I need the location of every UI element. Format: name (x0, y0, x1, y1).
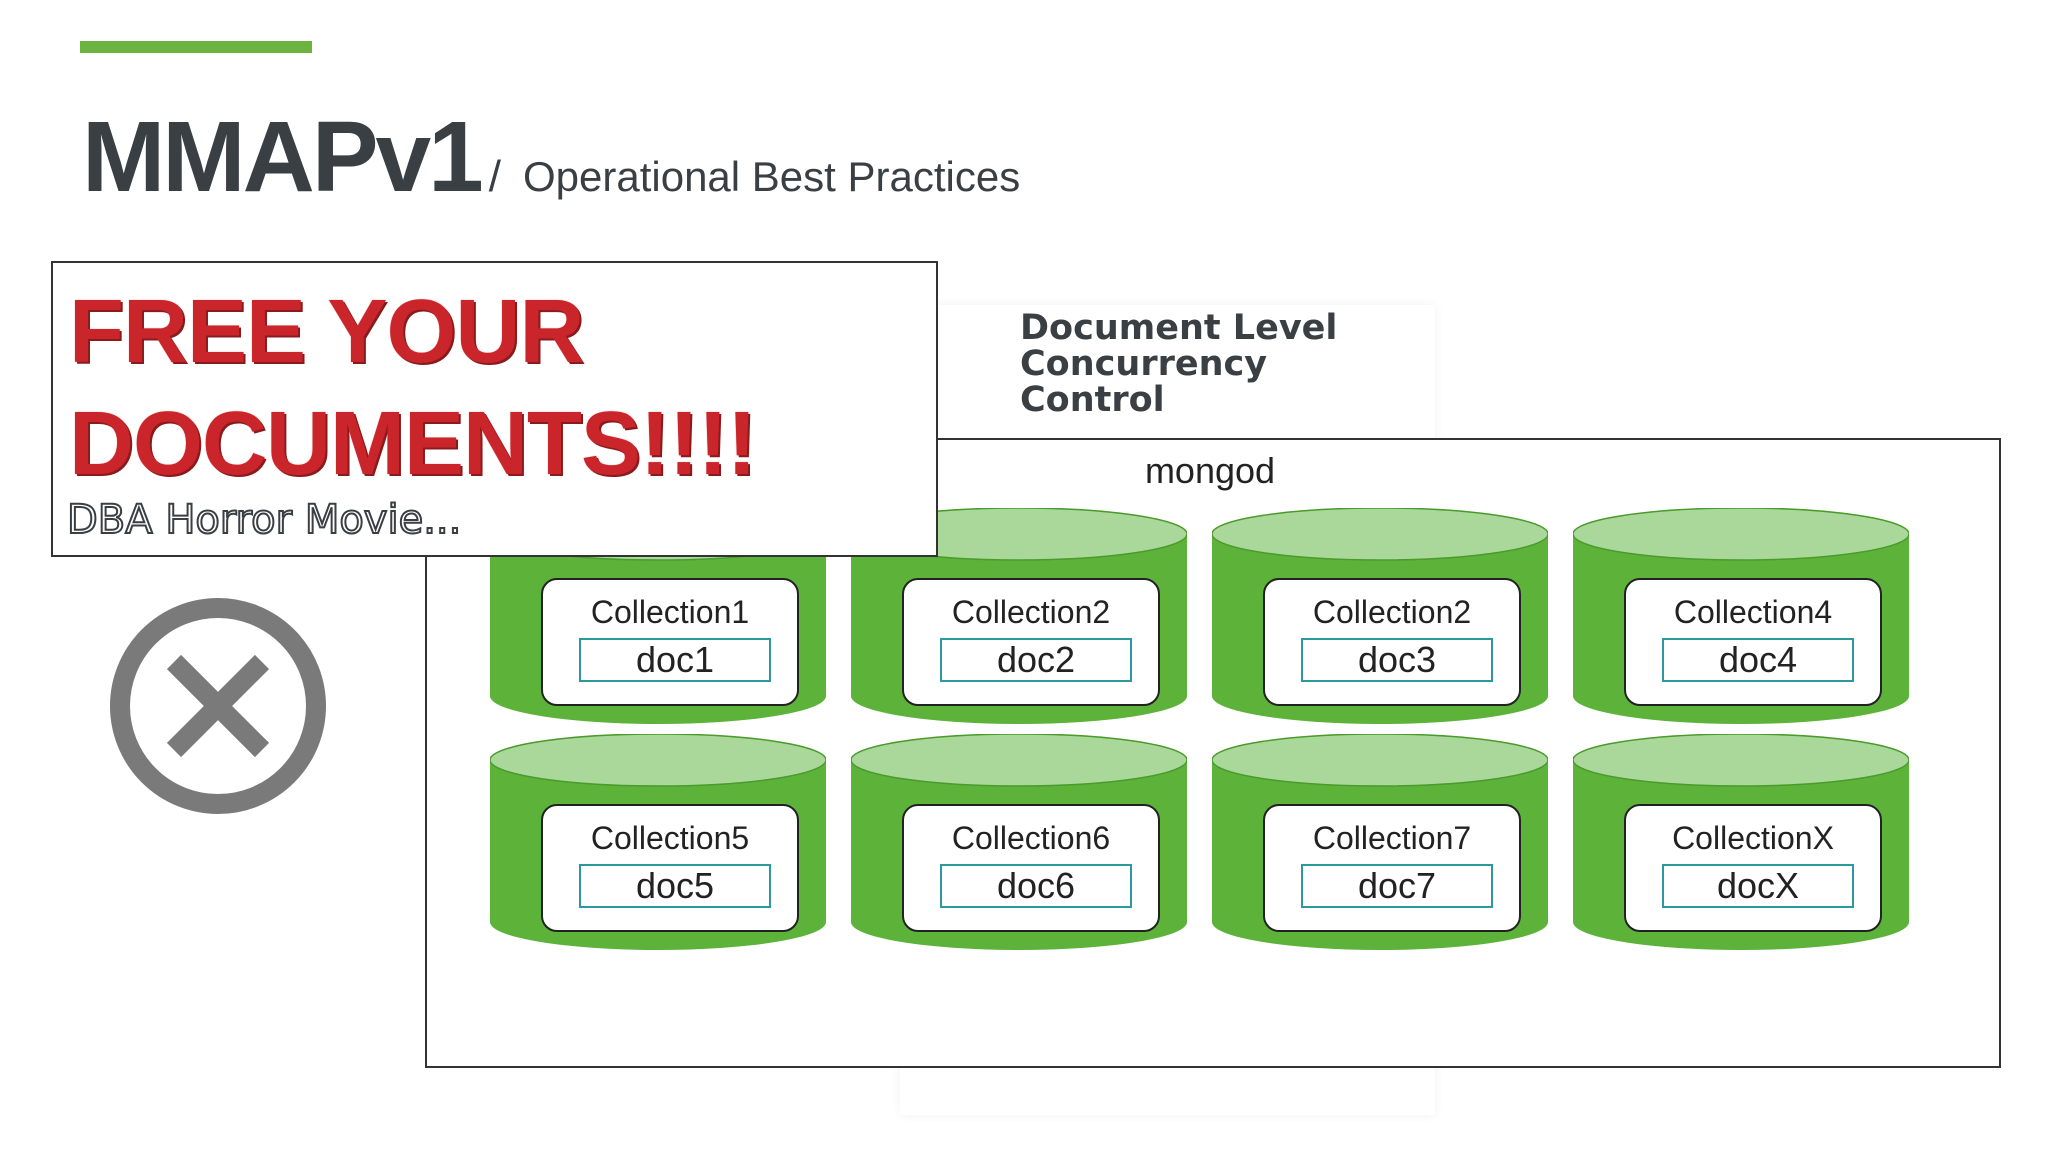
collection-name: Collection2 (951, 594, 1111, 630)
collection-cylinder: Collection2 doc3 (1212, 508, 1548, 726)
callout-subtitle: DBA Horror Movie... (66, 496, 462, 544)
collection-name: Collection6 (951, 820, 1111, 856)
title-main: MMAPv1 (82, 101, 484, 213)
callout-headline-line1: FREE YOUR (69, 282, 584, 382)
collection-card: Collection1 doc1 (541, 578, 799, 706)
collection-name: Collection4 (1673, 594, 1833, 630)
collection-cylinder: Collection4 doc4 (1573, 508, 1909, 726)
collection-card: Collection2 doc2 (902, 578, 1160, 706)
document-box: doc7 (1301, 864, 1493, 908)
collection-cylinder: CollectionX docX (1573, 734, 1909, 952)
collection-name: CollectionX (1672, 820, 1834, 856)
collection-name: Collection2 (1312, 594, 1472, 630)
callout-headline-line2: DOCUMENTS!!!! (69, 394, 757, 494)
collection-card: Collection2 doc3 (1263, 578, 1521, 706)
collection-card: CollectionX docX (1624, 804, 1882, 932)
diagram-heading-line: Document Level (1020, 308, 1338, 348)
diagram-heading: Document Level Concurrency Control (1020, 310, 1337, 418)
collection-card: Collection6 doc6 (902, 804, 1160, 932)
collection-cylinder: Collection2 doc2 (851, 508, 1187, 726)
collection-cylinder: Collection7 doc7 (1212, 734, 1548, 952)
document-box: doc3 (1301, 638, 1493, 682)
title-subtitle: Operational Best Practices (522, 153, 1021, 200)
collection-name: Collection5 (590, 820, 750, 856)
accent-bar (80, 41, 312, 53)
collection-card: Collection5 doc5 (541, 804, 799, 932)
mongod-label: mongod (1144, 450, 1276, 491)
document-box: doc1 (579, 638, 771, 682)
collection-cylinder: Collection5 doc5 (490, 734, 826, 952)
document-box: docX (1662, 864, 1854, 908)
document-box: doc4 (1662, 638, 1854, 682)
document-box: doc2 (940, 638, 1132, 682)
title-separator: / (488, 152, 501, 201)
close-circle-icon (110, 598, 326, 814)
slide-title: MMAPv1/ Operational Best Practices (82, 100, 1020, 215)
diagram-heading-line: Control (1020, 380, 1165, 420)
callout-box: FREE YOUR DOCUMENTS!!!! DBA Horror Movie… (51, 261, 938, 557)
collection-name: Collection7 (1312, 820, 1472, 856)
collection-card: Collection4 doc4 (1624, 578, 1882, 706)
collection-card: Collection7 doc7 (1263, 804, 1521, 932)
document-box: doc6 (940, 864, 1132, 908)
document-box: doc5 (579, 864, 771, 908)
diagram-heading-line: Concurrency (1020, 344, 1268, 384)
collection-cylinder: Collection6 doc6 (851, 734, 1187, 952)
collection-name: Collection1 (590, 594, 750, 630)
